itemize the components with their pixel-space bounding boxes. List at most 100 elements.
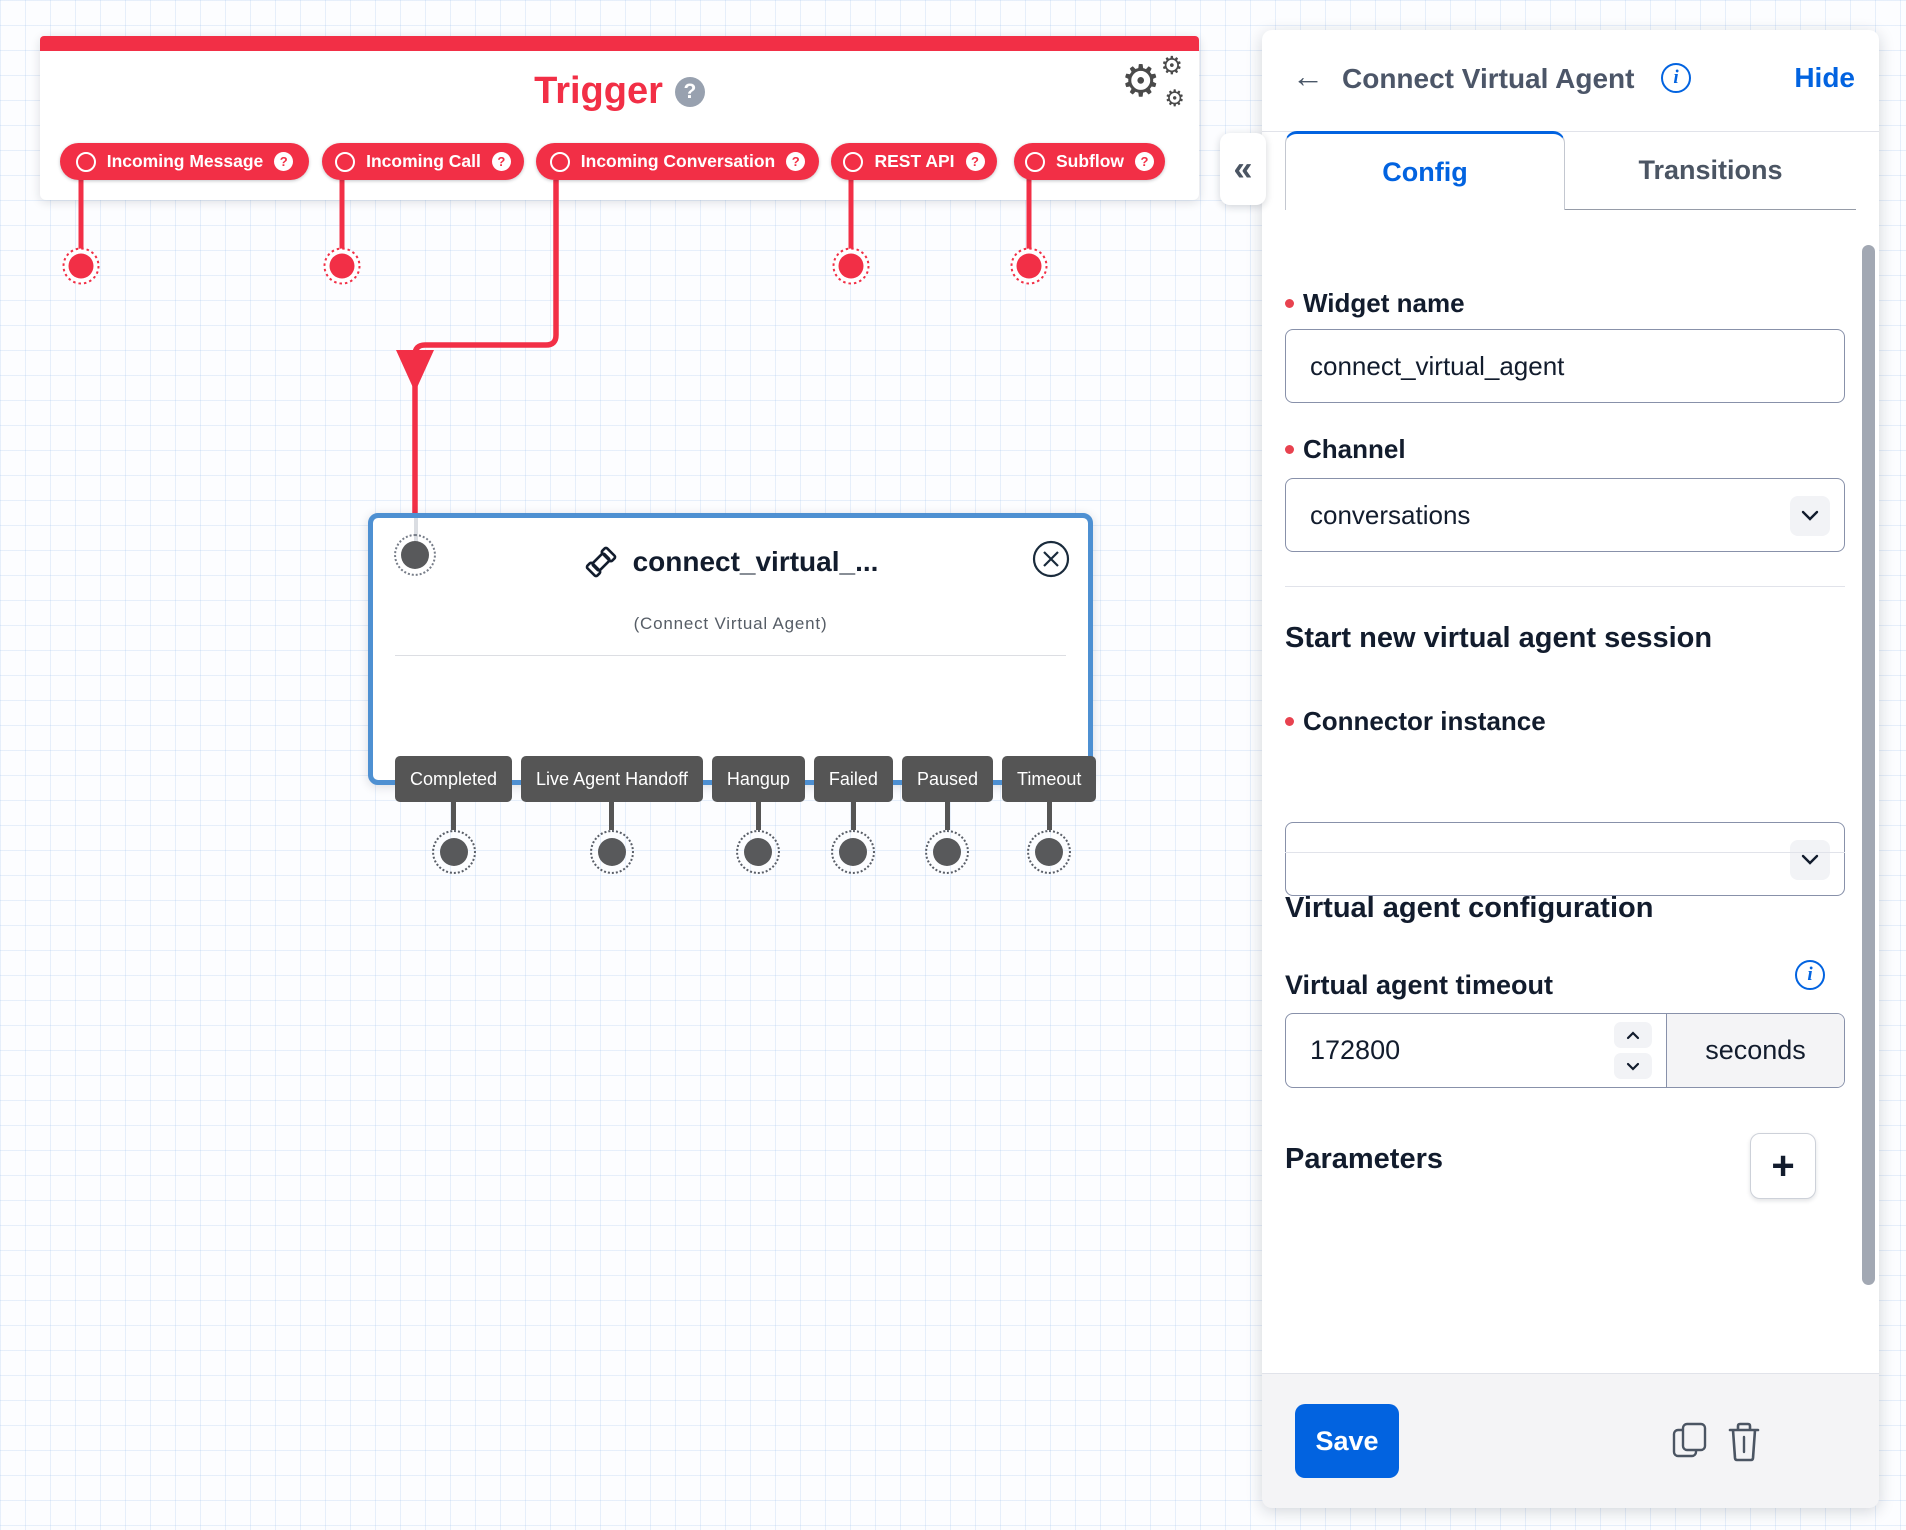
panel-tabs: Config Transitions bbox=[1262, 131, 1879, 210]
transition-completed: Completed bbox=[395, 756, 513, 874]
stepper-up-icon[interactable] bbox=[1614, 1022, 1652, 1048]
save-button[interactable]: Save bbox=[1295, 1404, 1399, 1478]
parameters-heading: Parameters bbox=[1285, 1143, 1443, 1175]
chevron-down-icon bbox=[1790, 496, 1830, 536]
timeout-label: Virtual agent timeout bbox=[1285, 970, 1554, 1000]
widget-name-label: Widget name bbox=[1285, 288, 1465, 319]
channel-selected-value: conversations bbox=[1310, 499, 1471, 530]
transition-port[interactable] bbox=[1027, 830, 1072, 874]
port-ring-icon bbox=[549, 151, 570, 172]
back-icon[interactable]: ← bbox=[1292, 58, 1324, 94]
transition-port[interactable] bbox=[431, 830, 476, 874]
input-stub bbox=[414, 518, 418, 542]
widget-subtitle: (Connect Virtual Agent) bbox=[633, 614, 828, 633]
chevron-down-icon bbox=[1790, 840, 1830, 880]
widget-transitions: Completed Live Agent Handoff Hangup Fail… bbox=[395, 756, 1097, 874]
pill-label: Subflow bbox=[1055, 151, 1125, 171]
tab-transitions[interactable]: Transitions bbox=[1565, 131, 1856, 210]
transition-port[interactable] bbox=[831, 830, 876, 874]
pill-label: REST API bbox=[874, 151, 955, 171]
timeout-unit-suffix: seconds bbox=[1666, 1014, 1844, 1087]
hide-button[interactable]: Hide bbox=[1794, 62, 1855, 93]
transition-port[interactable] bbox=[925, 830, 970, 874]
help-icon[interactable]: ? bbox=[274, 152, 294, 171]
collapse-icon: « bbox=[1233, 149, 1253, 188]
required-dot-icon bbox=[1285, 445, 1294, 454]
transition-failed: Failed bbox=[813, 756, 893, 874]
connection-arrowhead bbox=[396, 350, 434, 392]
label-text: Channel bbox=[1303, 434, 1406, 464]
connector-icon bbox=[585, 546, 616, 578]
help-icon[interactable]: ? bbox=[1135, 152, 1155, 171]
widget-divider bbox=[395, 655, 1066, 656]
transition-paused: Paused bbox=[901, 756, 993, 874]
transition-chip: Live Agent Handoff bbox=[521, 756, 703, 802]
panel-header: ← Connect Virtual Agent i Hide bbox=[1262, 30, 1879, 132]
transition-hangup: Hangup bbox=[711, 756, 805, 874]
trigger-pill-incoming-call[interactable]: Incoming Call ? bbox=[322, 143, 524, 180]
panel-footer: Save bbox=[1262, 1373, 1879, 1508]
connector-instance-label: Connector instance bbox=[1285, 706, 1546, 737]
transition-chip: Timeout bbox=[1002, 756, 1097, 802]
transition-chip: Hangup bbox=[711, 756, 805, 802]
transition-live-agent-handoff: Live Agent Handoff bbox=[521, 756, 703, 874]
pill-label: Incoming Conversation bbox=[580, 151, 776, 171]
gear-icon: ⚙ bbox=[1164, 85, 1185, 111]
trigger-pill-incoming-message[interactable]: Incoming Message ? bbox=[60, 143, 309, 180]
connection-incoming-conversation bbox=[412, 180, 559, 515]
transition-stem bbox=[755, 802, 761, 830]
timeout-input-group: seconds bbox=[1285, 1013, 1845, 1088]
trigger-accent-bar bbox=[40, 36, 1199, 51]
widget-name-input[interactable] bbox=[1285, 329, 1845, 403]
help-icon[interactable]: ? bbox=[491, 152, 511, 171]
help-icon[interactable]: ? bbox=[965, 152, 985, 171]
channel-label: Channel bbox=[1285, 434, 1406, 465]
trigger-pill-incoming-conversation[interactable]: Incoming Conversation ? bbox=[536, 143, 819, 180]
panel-title: Connect Virtual Agent bbox=[1342, 63, 1635, 94]
section-divider bbox=[1285, 852, 1845, 853]
info-icon[interactable]: i bbox=[1795, 960, 1825, 990]
transition-chip: Paused bbox=[901, 756, 993, 802]
section-divider bbox=[1285, 586, 1845, 587]
transition-stem bbox=[609, 802, 615, 830]
trigger-port-incoming-call bbox=[323, 247, 361, 285]
copy-widget-icon[interactable] bbox=[1670, 1420, 1710, 1464]
transition-timeout: Timeout bbox=[1002, 756, 1097, 874]
connector-instance-select[interactable] bbox=[1285, 822, 1845, 896]
trigger-title: Trigger bbox=[534, 70, 663, 112]
panel-scrollbar[interactable] bbox=[1862, 245, 1875, 1285]
port-ring-icon bbox=[1024, 151, 1045, 172]
trigger-pill-rest-api[interactable]: REST API ? bbox=[831, 143, 997, 180]
gear-icon: ⚙ bbox=[1160, 52, 1183, 80]
trigger-port-incoming-message bbox=[62, 247, 100, 285]
timeout-input[interactable] bbox=[1286, 1034, 1562, 1067]
config-panel: ← Connect Virtual Agent i Hide Config Tr… bbox=[1262, 30, 1879, 1508]
port-ring-icon bbox=[843, 151, 864, 172]
help-icon[interactable]: ? bbox=[786, 152, 806, 171]
session-section-heading: Start new virtual agent session bbox=[1285, 622, 1713, 654]
trigger-pill-subflow[interactable]: Subflow ? bbox=[1014, 143, 1165, 180]
connect-virtual-agent-widget[interactable]: connect_virtual_... (Connect Virtual Age… bbox=[368, 513, 1097, 874]
info-icon[interactable]: i bbox=[1661, 63, 1691, 93]
trigger-help-icon[interactable]: ? bbox=[674, 76, 705, 107]
stepper-down-icon[interactable] bbox=[1614, 1053, 1652, 1079]
channel-select[interactable]: conversations bbox=[1285, 478, 1845, 552]
transition-port[interactable] bbox=[736, 830, 781, 874]
tab-config[interactable]: Config bbox=[1285, 131, 1565, 210]
gear-icon: ⚙ bbox=[1121, 57, 1161, 106]
pill-label: Incoming Message bbox=[106, 151, 264, 171]
widget-title: connect_virtual_... bbox=[632, 546, 879, 577]
delete-widget-icon[interactable] bbox=[1724, 1420, 1764, 1464]
remove-widget-icon[interactable] bbox=[1032, 540, 1070, 578]
required-dot-icon bbox=[1285, 299, 1294, 308]
trigger-port-subflow bbox=[1010, 247, 1048, 285]
add-parameter-button[interactable]: + bbox=[1750, 1133, 1816, 1199]
widget-input-port[interactable] bbox=[394, 534, 436, 576]
transition-port[interactable] bbox=[589, 830, 634, 874]
trigger-settings-icon[interactable]: ⚙ ⚙ ⚙ bbox=[1121, 52, 1185, 111]
transition-chip: Failed bbox=[813, 756, 893, 802]
collapse-panel-button[interactable]: « bbox=[1220, 133, 1266, 205]
transition-stem bbox=[451, 802, 457, 830]
pill-label: Incoming Call bbox=[366, 151, 481, 171]
